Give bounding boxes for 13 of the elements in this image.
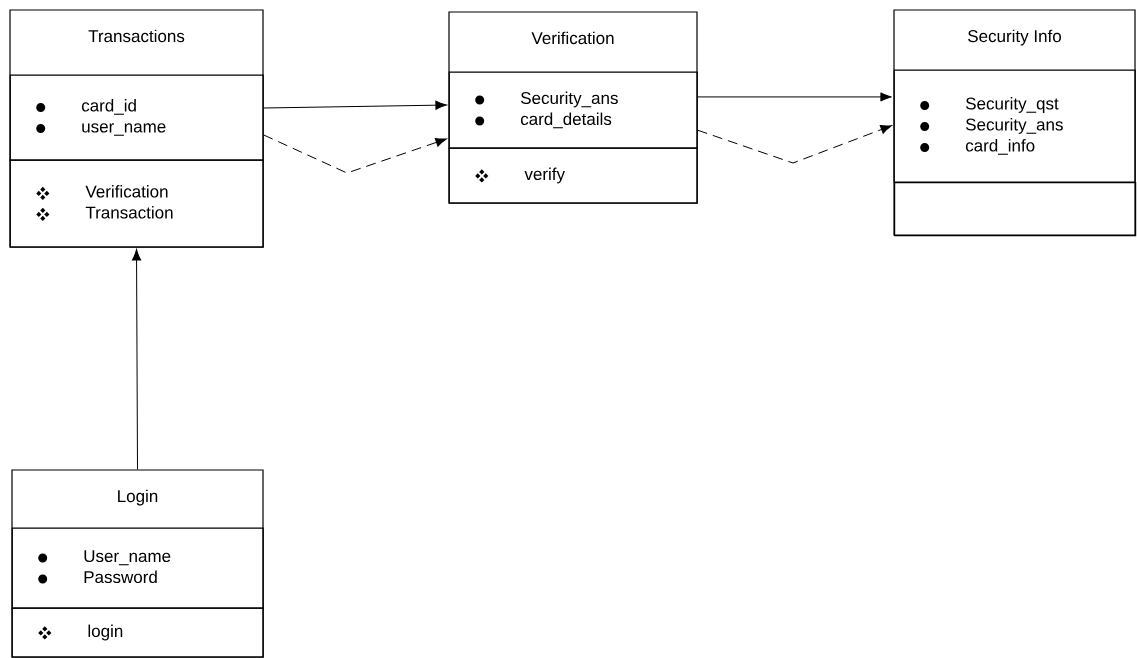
attribute-compartment: User_name Password [11,527,264,609]
arrow [263,134,447,174]
arrow [131,249,142,470]
attribute-compartment: Security_qst Security_ans card_info [893,69,1136,183]
attribute-compartment: Security_ans card_details [448,71,698,149]
arrow [697,92,892,102]
empty-compartment [894,182,1137,237]
arrow [263,100,447,110]
method-compartment: login [11,607,264,658]
attribute-compartment: card_id user_name [9,74,264,161]
method-compartment: Verification Transaction [9,159,264,248]
arrow [697,125,892,164]
method-compartment: verify [448,147,698,204]
